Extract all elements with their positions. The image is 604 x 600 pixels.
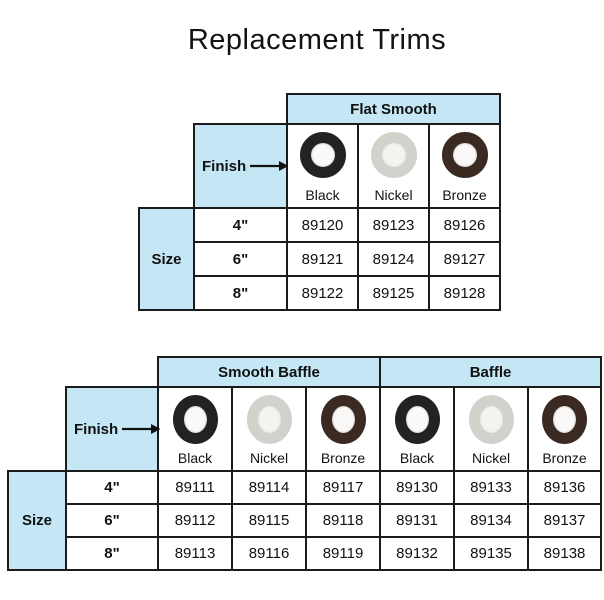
trim-cell-nickel: Nickel [357,123,430,209]
trim-label: Bronze [320,450,366,466]
spacer-cell [139,94,287,124]
group-header-baffle: Baffle [379,356,603,388]
nickel-trim-ring-icon [468,395,514,444]
size-value-cell: 6" [65,503,159,538]
part-number-cell: 89114 [231,470,307,505]
table-row: Flat Smooth [139,93,502,125]
part-number-cell: 89133 [453,470,530,505]
spacer-cell [8,357,158,387]
trim-label: Nickel [471,450,511,466]
part-number-cell: 89138 [527,536,603,571]
page-title: Replacement Trims [187,24,447,56]
part-number-cell: 89115 [231,503,307,538]
part-number-cell: 89125 [357,275,430,311]
trim-cell-nickel: Nickel [231,386,307,472]
bronze-trim-ring-icon [320,395,366,444]
trim-cell-black: Black [286,123,359,209]
part-number-cell: 89126 [427,207,502,243]
part-number-cell: 89120 [286,207,359,243]
size-value-cell: 8" [193,275,288,311]
nickel-trim-ring-icon [370,132,417,178]
trim-label: Nickel [249,450,289,466]
table-row: 6" 89121 89124 89127 [139,241,502,277]
part-number-cell: 89116 [231,536,307,571]
part-number-cell: 89117 [304,470,382,505]
trim-cell-bronze: Bronze [427,123,502,209]
black-trim-ring-icon [299,132,346,178]
black-trim-ring-icon [172,395,218,444]
table-row: Finish Black Nickel Bronze [139,123,502,209]
part-number-cell: 89132 [379,536,456,571]
part-number-cell: 89111 [157,470,233,505]
table-row: Size 4" 89111 89114 89117 89130 89133 89… [7,470,603,571]
trim-label: Black [305,187,340,203]
part-number-cell: 89118 [304,503,382,538]
nickel-trim-ring-icon [246,395,292,444]
part-number-cell: 89123 [357,207,430,243]
part-number-cell: 89130 [379,470,456,505]
trim-cell-black: Black [379,386,456,472]
part-number-cell: 89135 [453,536,530,571]
table-row: 6" 89112 89115 89118 89131 89134 89137 [8,503,603,538]
size-value-cell: 6" [193,241,288,277]
black-trim-ring-icon [394,395,440,444]
part-number-cell: 89134 [453,503,530,538]
part-number-cell: 89127 [427,241,502,277]
part-number-cell: 89137 [527,503,603,538]
trim-cell-bronze: Bronze [304,386,382,472]
bronze-trim-ring-icon [542,395,588,444]
size-header-cell: Size [138,207,195,311]
trim-label: Black [177,450,213,466]
table-row: 8" 89113 89116 89119 89132 89135 89138 [8,536,603,571]
part-number-cell: 89121 [286,241,359,277]
part-number-cell: 89113 [157,536,233,571]
table-row: Smooth Baffle Baffle [8,356,603,388]
part-number-cell: 89131 [379,503,456,538]
group-header-smooth-baffle: Smooth Baffle [156,356,382,388]
baffle-table: Smooth Baffle Baffle Finish Black [7,356,603,571]
table-row: 8" 89122 89125 89128 [139,275,502,311]
trim-label: Bronze [542,450,587,466]
finish-header-cell: Finish [193,123,289,209]
part-number-cell: 89122 [286,275,359,311]
part-number-cell: 89124 [357,241,430,277]
flat-smooth-table: Flat Smooth Finish Black Nickel [138,93,502,311]
finish-header-cell: Finish [65,386,161,472]
size-header-cell: Size [7,470,67,571]
size-value-cell: 4" [65,470,159,505]
arrow-right-icon [250,161,289,171]
table-row: Finish Black Nickel Bronze [8,386,603,472]
trim-cell-nickel: Nickel [453,386,530,472]
group-header-flat-smooth: Flat Smooth [285,93,502,125]
finish-label: Finish [202,157,247,175]
trim-label: Nickel [374,187,413,203]
arrow-right-icon [122,424,161,434]
trim-cell-bronze: Bronze [527,386,603,472]
trim-label: Black [399,450,435,466]
size-value-cell: 8" [65,536,159,571]
part-number-cell: 89128 [427,275,502,311]
trim-label: Bronze [442,187,487,203]
trim-cell-black: Black [157,386,233,472]
size-value-cell: 4" [193,207,288,243]
spacer-cell [8,387,66,471]
spacer-cell [139,124,194,208]
bronze-trim-ring-icon [441,132,488,178]
part-number-cell: 89119 [304,536,382,571]
part-number-cell: 89136 [527,470,603,505]
table-row: Size 4" 89120 89123 89126 [138,207,502,311]
finish-label: Finish [74,420,119,438]
part-number-cell: 89112 [157,503,233,538]
